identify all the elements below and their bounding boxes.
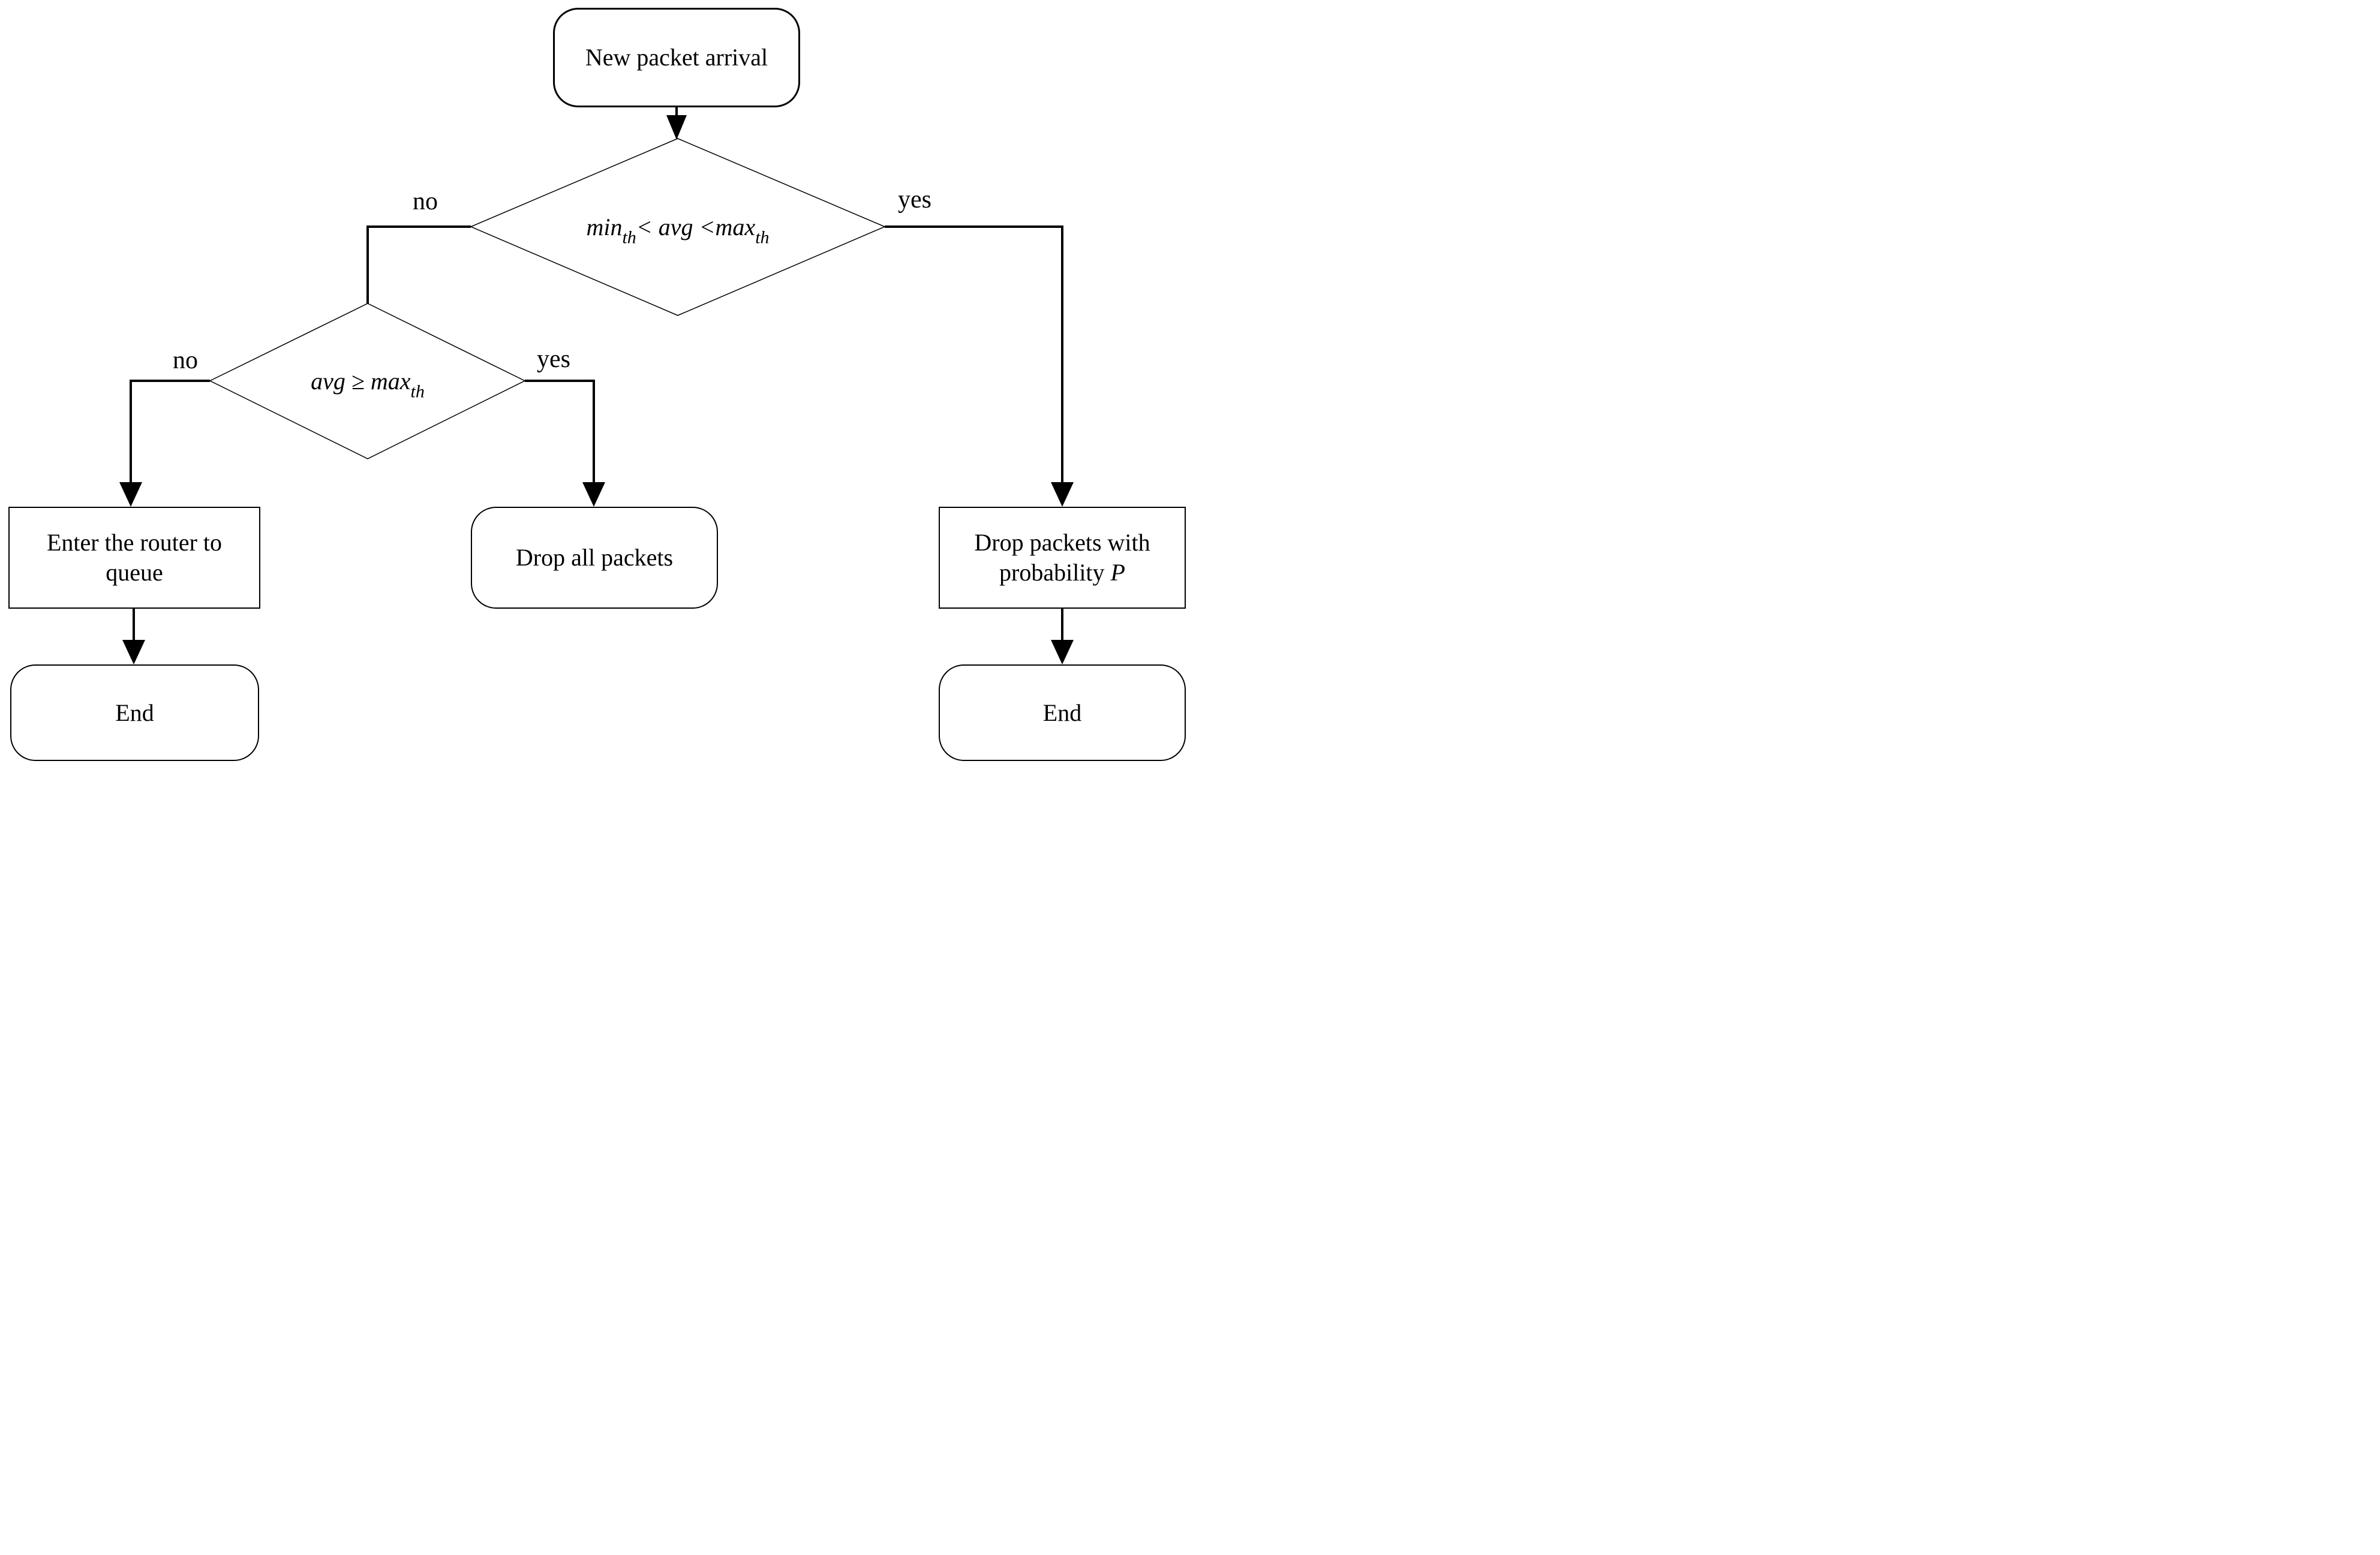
node-drop-prob: Drop packets with probability P <box>939 507 1186 609</box>
arrowhead-drop-prob <box>1051 482 1074 507</box>
edge-decision2-yes <box>525 380 595 484</box>
label-decision2-no: no <box>173 347 198 374</box>
arrowhead-drop-all <box>582 482 605 507</box>
decision2-expression: avg ≥ max <box>311 368 411 395</box>
decision1-sub-th-1: th <box>622 227 636 248</box>
node-drop-all: Drop all packets <box>471 507 718 609</box>
arrowhead-enter-queue <box>119 482 142 507</box>
node-drop-prob-label: Drop packets with probability P <box>940 528 1185 588</box>
edge-decision1-yes <box>885 225 1063 484</box>
decision1-operators-avg: < avg < <box>636 213 716 240</box>
decision2-condition: avg ≥ maxth <box>210 367 525 401</box>
label-decision2-yes: yes <box>537 345 570 373</box>
edge-decision2-no <box>130 380 210 484</box>
decision1-diamond <box>470 138 886 316</box>
node-drop-all-label: Drop all packets <box>515 544 674 571</box>
decision1-condition: minth< avg <maxth <box>471 213 885 246</box>
flowchart-wires <box>119 107 1074 664</box>
arrowhead-end-left <box>122 640 145 664</box>
arrowhead-end-right <box>1051 640 1074 664</box>
node-end-left-label: End <box>115 699 154 726</box>
node-drop-prob-var: P <box>1110 559 1125 586</box>
node-drop-prob-text: Drop packets with probability <box>974 529 1150 586</box>
node-end-right: End <box>939 664 1186 761</box>
decision2-diamond <box>209 303 526 459</box>
edge-decision1-no <box>366 225 471 303</box>
label-decision1-no: no <box>413 188 438 215</box>
node-enter-queue-label: Enter the router to queue <box>46 529 223 586</box>
decision1-var-max: max <box>715 213 756 240</box>
flowchart-canvas: New packet arrival minth< avg <maxth no … <box>0 0 1190 778</box>
node-end-left: End <box>10 664 259 761</box>
decision1-sub-th-2: th <box>755 227 770 248</box>
node-end-right-label: End <box>1042 699 1082 726</box>
node-start: New packet arrival <box>553 8 800 107</box>
decision2-sub-th: th <box>410 381 425 402</box>
label-decision1-yes: yes <box>898 186 931 213</box>
node-start-label: New packet arrival <box>585 44 768 71</box>
decision1-var-min: min <box>586 213 623 240</box>
arrowhead-decision1 <box>666 115 687 140</box>
node-enter-queue: Enter the router to queue <box>8 507 260 609</box>
